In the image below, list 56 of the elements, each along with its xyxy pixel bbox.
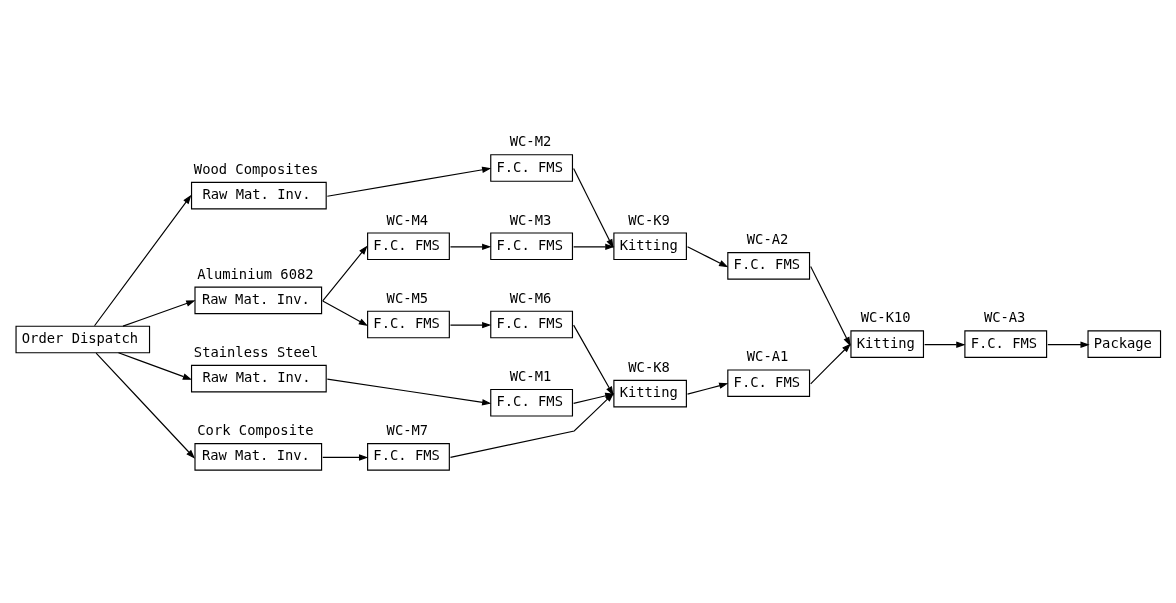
node-box: Raw Mat. Inv. bbox=[190, 364, 327, 393]
node-box: F.C. FMS bbox=[367, 232, 450, 261]
node-box: Kitting bbox=[850, 330, 925, 358]
arrow bbox=[117, 352, 193, 380]
arrow bbox=[573, 168, 614, 249]
node-label: WC-K10 bbox=[860, 309, 911, 326]
node-box: F.C. FMS bbox=[490, 310, 574, 339]
arrow bbox=[449, 321, 492, 329]
arrow bbox=[322, 245, 368, 302]
node-label: WC-K9 bbox=[628, 211, 670, 228]
node-box: F.C. FMS bbox=[727, 369, 811, 397]
node-box: Raw Mat. Inv. bbox=[194, 286, 323, 315]
node-box: F.C. FMS bbox=[367, 310, 450, 339]
arrow bbox=[322, 300, 368, 326]
arrow bbox=[924, 341, 966, 348]
arrow bbox=[322, 454, 369, 461]
node-label: WC-K8 bbox=[628, 358, 670, 375]
node-label: WC-M1 bbox=[509, 368, 552, 385]
arrow bbox=[326, 378, 492, 406]
node-box: F.C. FMS bbox=[964, 330, 1048, 358]
node-label: WC-A2 bbox=[746, 231, 789, 248]
arrow bbox=[686, 246, 729, 268]
arrow bbox=[122, 300, 196, 327]
node-label: WC-M3 bbox=[509, 211, 552, 228]
node-box: F.C. FMS bbox=[490, 154, 574, 182]
node-label: WC-M2 bbox=[509, 133, 552, 150]
arrow bbox=[1047, 341, 1090, 348]
node-box: F.C. FMS bbox=[490, 388, 574, 417]
node-label: WC-M7 bbox=[386, 422, 429, 439]
arrow bbox=[686, 382, 729, 395]
node-box: F.C. FMS bbox=[367, 443, 450, 471]
node-label: Stainless Steel bbox=[193, 343, 319, 360]
node-box: Package bbox=[1087, 330, 1162, 358]
arrow bbox=[449, 243, 492, 251]
node-box: Kitting bbox=[613, 232, 687, 261]
arrow bbox=[95, 352, 196, 459]
node-label: Aluminium 6082 bbox=[197, 265, 314, 282]
node-label: WC-A1 bbox=[746, 348, 789, 365]
arrow bbox=[326, 166, 492, 197]
node-box: Raw Mat. Inv. bbox=[194, 443, 323, 471]
node-box: F.C. FMS bbox=[727, 252, 811, 280]
arrow bbox=[93, 194, 192, 327]
arrow bbox=[573, 324, 614, 396]
node-label: WC-A3 bbox=[983, 309, 1026, 326]
node-box: Raw Mat. Inv. bbox=[190, 181, 327, 210]
arrow bbox=[810, 343, 852, 385]
node-box: Kitting bbox=[613, 379, 687, 408]
node-box: Order Dispatch bbox=[15, 325, 151, 354]
node-box: F.C. FMS bbox=[490, 232, 574, 261]
node-label: WC-M5 bbox=[386, 289, 429, 306]
node-label: WC-M4 bbox=[386, 211, 429, 228]
node-label: Wood Composites bbox=[193, 160, 319, 177]
node-label: WC-M6 bbox=[509, 289, 552, 306]
node-label: Cork Composite bbox=[197, 422, 314, 439]
arrow bbox=[810, 265, 851, 347]
arrow bbox=[573, 243, 615, 251]
